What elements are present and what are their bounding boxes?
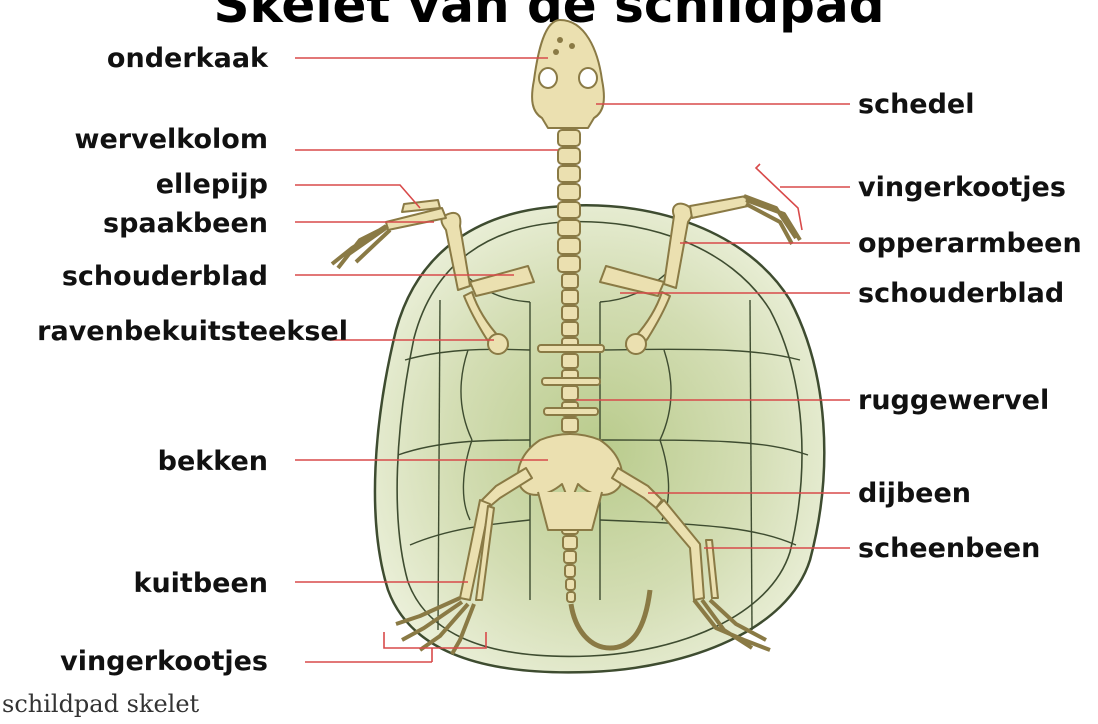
right-hand [744, 196, 800, 244]
label-wervelkolom: wervelkolom [75, 124, 268, 155]
label-scheenbeen: scheenbeen [858, 533, 1040, 564]
label-schouderblad-right: schouderblad [858, 278, 1064, 309]
diagram-canvas: Skelet van de schildpad [0, 0, 1098, 690]
image-caption: schildpad skelet [2, 690, 199, 718]
label-ellepijp: ellepijp [156, 169, 268, 200]
label-bekken: bekken [158, 446, 268, 477]
label-opperarmbeen: opperarmbeen [858, 228, 1082, 259]
label-ruggewervel: ruggewervel [858, 385, 1049, 416]
label-schouderblad-left: schouderblad [62, 261, 268, 292]
label-vingerkootjes-right: vingerkootjes [858, 172, 1066, 203]
right-forearm [690, 196, 748, 218]
neck-vertebrae [558, 130, 580, 272]
label-ravenbekuitsteeksel: ravenbekuitsteeksel [37, 316, 348, 347]
label-onderkaak: onderkaak [107, 43, 269, 74]
label-spaakbeen: spaakbeen [103, 208, 268, 239]
right-labels: schedel vingerkootjes opperarmbeen schou… [858, 89, 1082, 564]
label-vingerkootjes-left: vingerkootjes [60, 646, 268, 677]
label-dijbeen: dijbeen [858, 478, 971, 509]
left-hand [332, 226, 390, 268]
label-schedel: schedel [858, 89, 975, 120]
label-kuitbeen: kuitbeen [133, 568, 268, 599]
